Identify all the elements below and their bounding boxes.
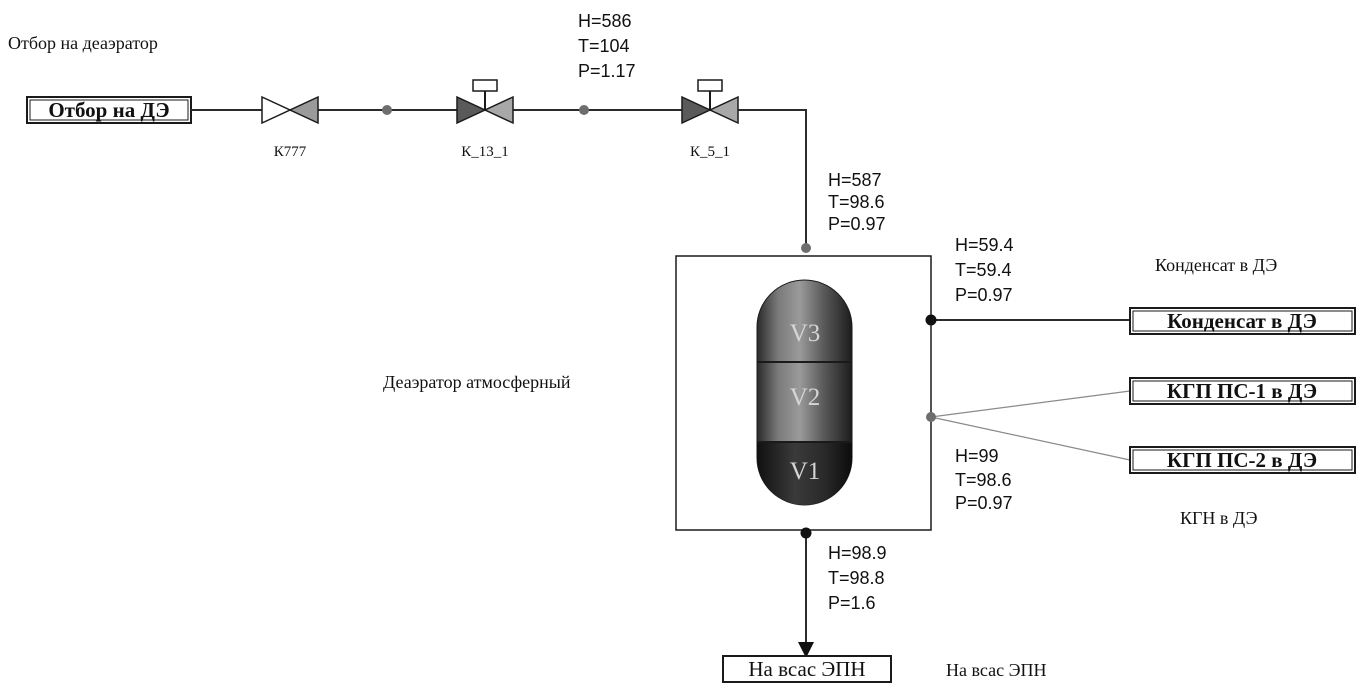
deaerator-caption: Деаэратор атмосферный bbox=[383, 372, 571, 392]
valve-k13-1-label: К_13_1 bbox=[461, 144, 509, 160]
param-p: Р=0.97 bbox=[828, 214, 886, 234]
param-h: Н=98.9 bbox=[828, 543, 887, 563]
source-box[interactable]: Отбор на ДЭ bbox=[26, 96, 192, 124]
valve-k777[interactable] bbox=[261, 95, 319, 125]
param-p: Р=1.17 bbox=[578, 61, 636, 81]
valve-k13-1[interactable] bbox=[456, 79, 514, 125]
param-t: Т=59.4 bbox=[955, 260, 1012, 280]
actuator-icon bbox=[697, 79, 723, 92]
params-outlet: Н=98.9 Т=98.8 Р=1.6 bbox=[828, 543, 887, 613]
params-deaerator-inlet: Н=587 Т=98.6 Р=0.97 bbox=[828, 170, 886, 234]
junction-node-2 bbox=[579, 105, 589, 115]
condensate-caption: Конденсат в ДЭ bbox=[1155, 255, 1277, 275]
outlet-node bbox=[800, 527, 812, 539]
param-h: Н=586 bbox=[578, 11, 632, 31]
param-p: Р=0.97 bbox=[955, 285, 1013, 305]
outlet-box-label: На всас ЭПН bbox=[748, 657, 865, 681]
actuator-icon bbox=[472, 79, 498, 92]
param-h: Н=59.4 bbox=[955, 235, 1014, 255]
source-box-label: Отбор на ДЭ bbox=[48, 98, 169, 122]
kgp2-line bbox=[930, 416, 1131, 461]
tank-section-v2: V2 bbox=[790, 384, 821, 411]
param-p: Р=0.97 bbox=[955, 493, 1013, 513]
param-t: Т=98.6 bbox=[828, 192, 885, 212]
source-caption: Отбор на деаэратор bbox=[8, 33, 158, 53]
condensate-box[interactable]: Конденсат в ДЭ bbox=[1129, 307, 1356, 335]
param-p: Р=1.6 bbox=[828, 593, 876, 613]
kgp1-box-label: КГП ПС-1 в ДЭ bbox=[1167, 379, 1317, 403]
valve-k5-1-label: К_5_1 bbox=[690, 144, 730, 160]
kgp2-box-label: КГП ПС-2 в ДЭ bbox=[1167, 448, 1317, 472]
tank-section-v3: V3 bbox=[790, 320, 821, 347]
param-t: Т=98.8 bbox=[828, 568, 885, 588]
param-h: Н=99 bbox=[955, 446, 999, 466]
param-t: Т=104 bbox=[578, 36, 630, 56]
steam-line bbox=[191, 109, 807, 248]
valve-k777-label: К777 bbox=[274, 144, 307, 160]
kgp1-box[interactable]: КГП ПС-1 в ДЭ bbox=[1129, 377, 1356, 405]
params-kgp: Н=99 Т=98.6 Р=0.97 bbox=[955, 446, 1013, 513]
params-line: Н=586 Т=104 Р=1.17 bbox=[578, 11, 636, 81]
deaerator-tank[interactable] bbox=[756, 279, 853, 506]
outlet-arrow-icon bbox=[798, 642, 814, 658]
kgp-caption: КГН в ДЭ bbox=[1180, 508, 1258, 528]
junction-node-1 bbox=[382, 105, 392, 115]
tank-section-v1: V1 bbox=[790, 458, 821, 485]
valve-k5-1[interactable] bbox=[681, 79, 739, 125]
deaerator-inlet-node bbox=[801, 243, 811, 253]
kgp1-line bbox=[930, 390, 1131, 418]
param-t: Т=98.6 bbox=[955, 470, 1012, 490]
kgp-node bbox=[926, 412, 936, 422]
condensate-box-label: Конденсат в ДЭ bbox=[1167, 309, 1317, 333]
params-condensate: Н=59.4 Т=59.4 Р=0.97 bbox=[955, 235, 1014, 305]
kgp2-box[interactable]: КГП ПС-2 в ДЭ bbox=[1129, 446, 1356, 474]
condensate-node bbox=[925, 314, 937, 326]
outlet-box[interactable]: На всас ЭПН bbox=[722, 655, 892, 683]
param-h: Н=587 bbox=[828, 170, 882, 190]
outlet-caption: На всас ЭПН bbox=[946, 660, 1046, 680]
